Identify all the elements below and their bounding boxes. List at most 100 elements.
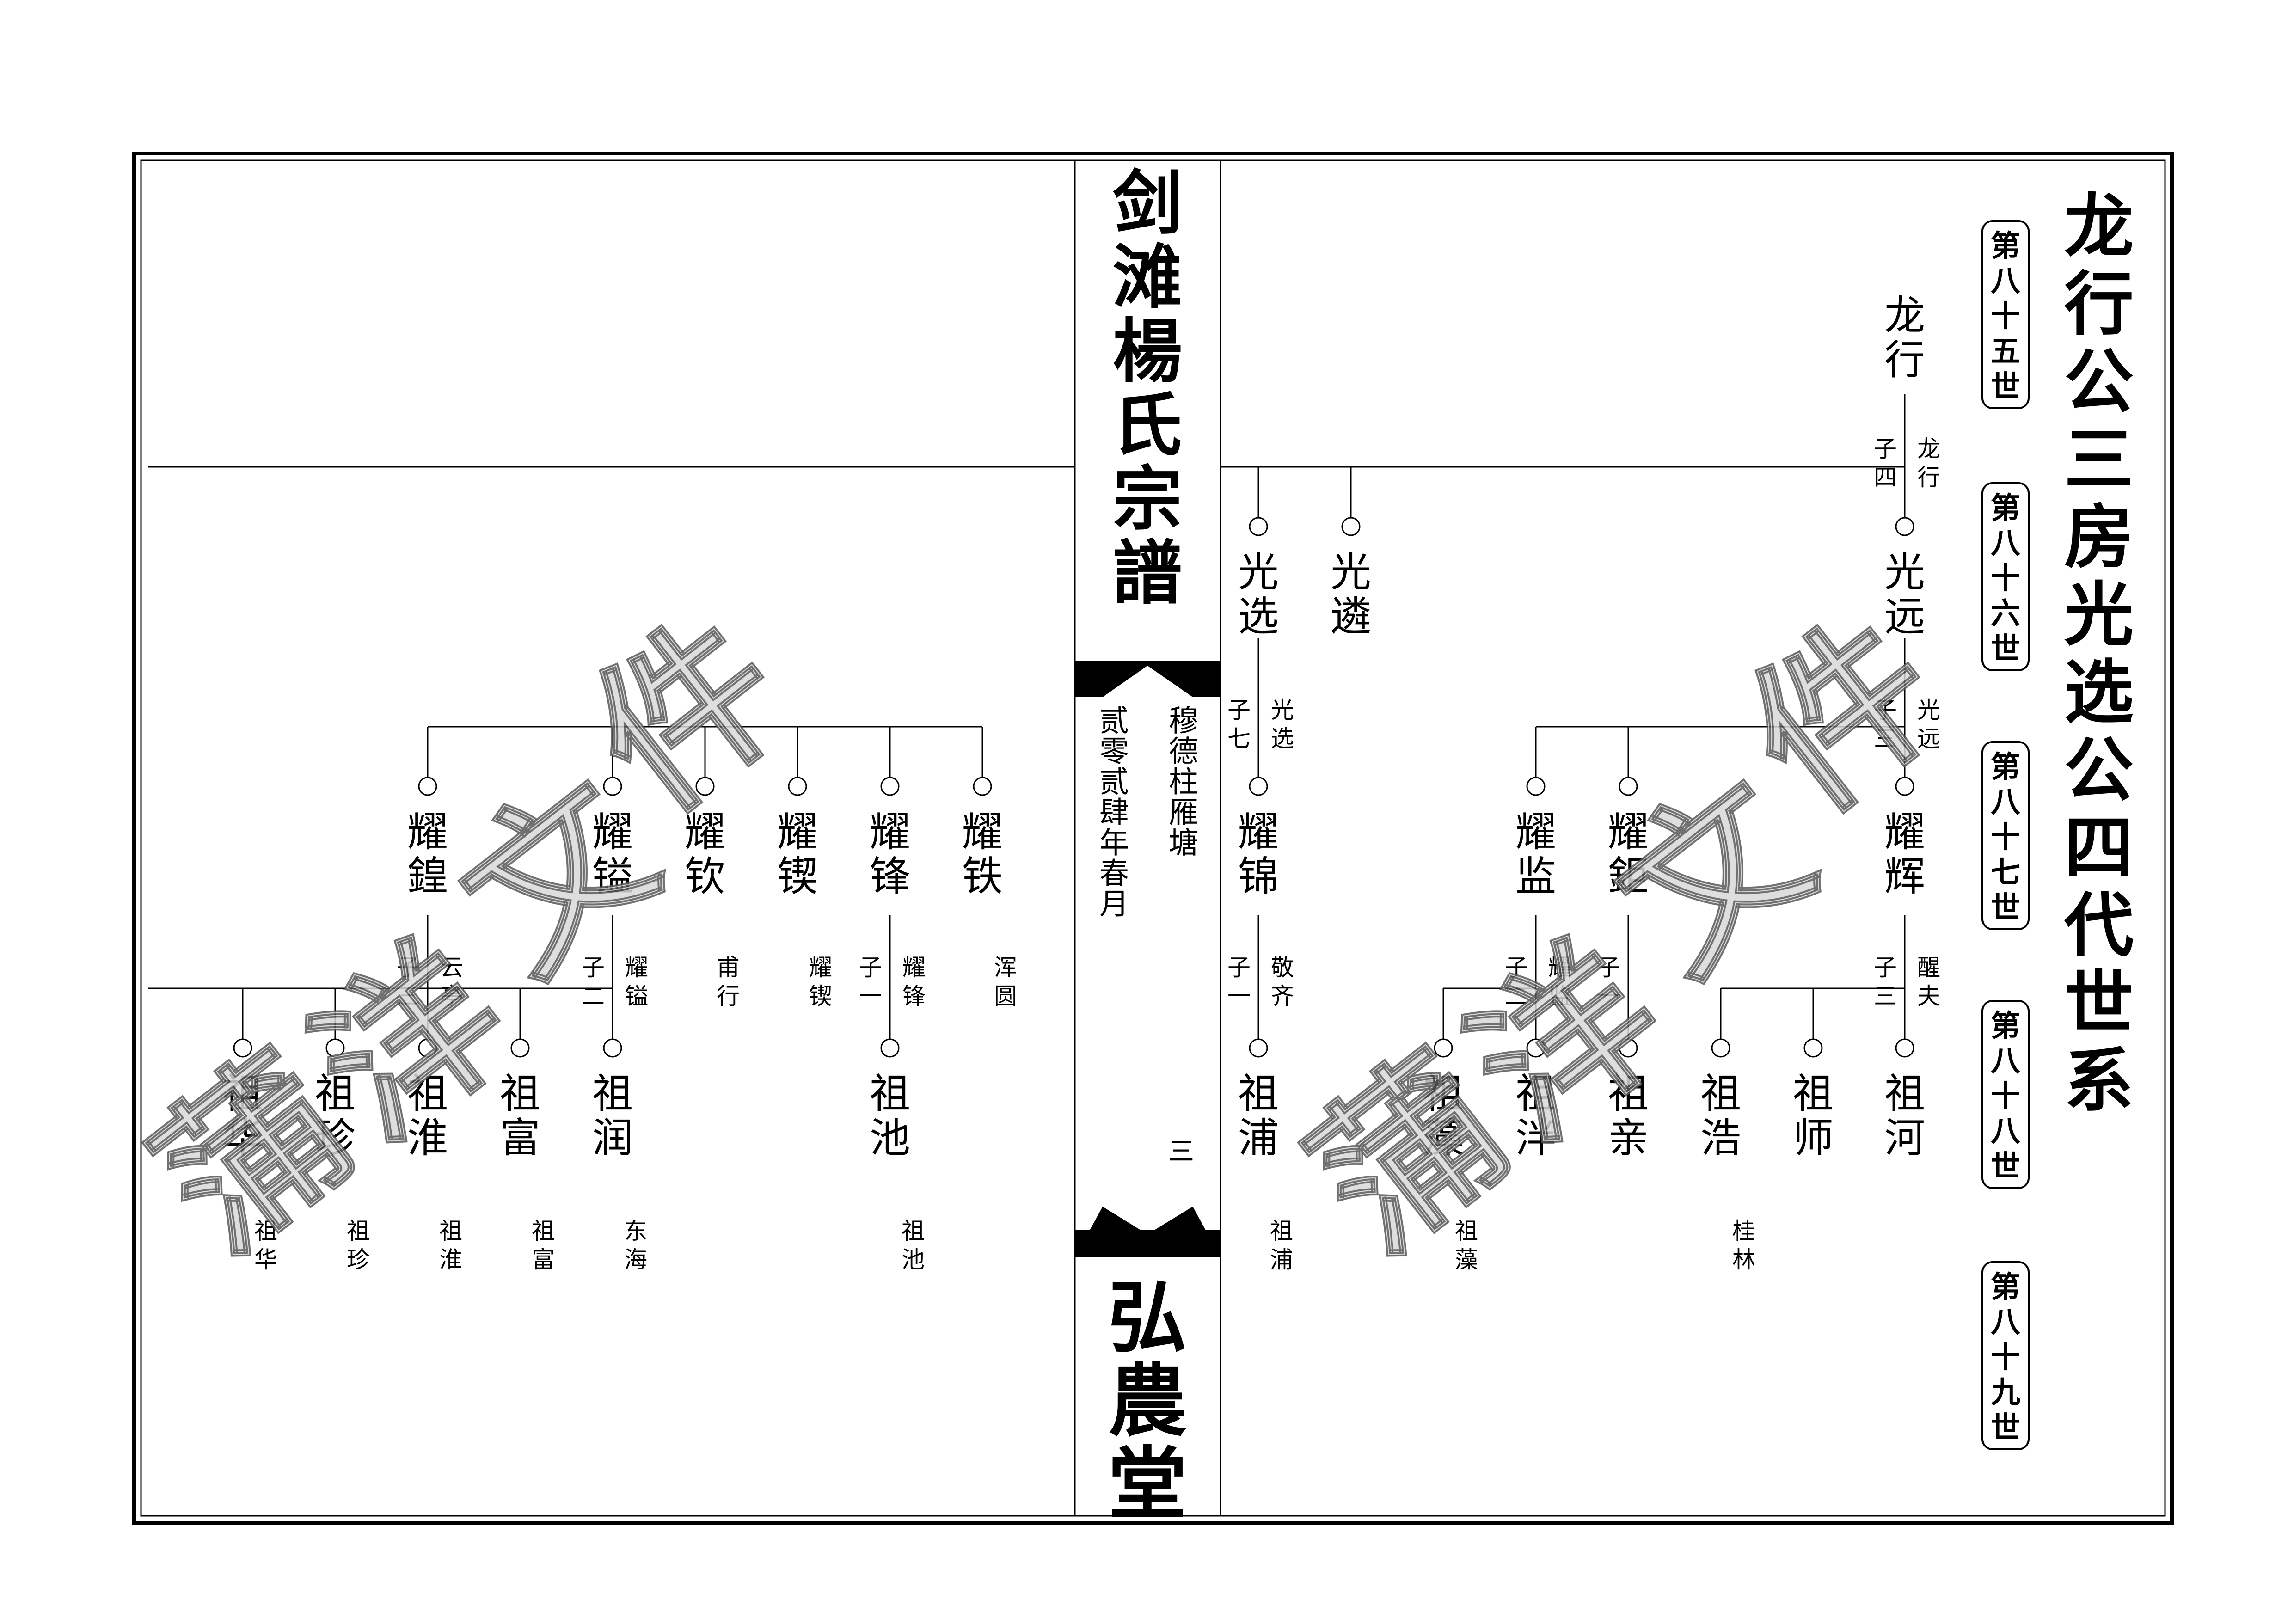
person-note: 子一 bbox=[859, 954, 882, 1010]
generation-label-box bbox=[1981, 741, 2030, 930]
person-name: 光遴 bbox=[1331, 548, 1371, 640]
node-circle bbox=[1249, 1038, 1268, 1058]
book-title: 剑滩楊氏宗譜 bbox=[1113, 163, 1182, 614]
person-name: 祖亲 bbox=[1608, 1070, 1649, 1162]
person-name: 耀钦 bbox=[685, 808, 725, 900]
person-name: 祖河 bbox=[1884, 1070, 1925, 1162]
generation-label-box bbox=[1981, 1261, 2030, 1450]
node-circle bbox=[603, 1038, 622, 1058]
node-circle bbox=[325, 1038, 345, 1058]
book-compiler: 穆德柱雁塘 bbox=[1169, 704, 1198, 860]
person-name: 耀镒 bbox=[592, 808, 633, 900]
node-circle bbox=[1895, 517, 1914, 536]
node-circle bbox=[973, 777, 992, 796]
person-note: 子四 bbox=[1874, 435, 1897, 491]
node-circle bbox=[603, 777, 622, 796]
node-circle bbox=[1711, 1038, 1730, 1058]
generation-label: 第八十五世 bbox=[1991, 229, 2021, 404]
spine-fishtail-top bbox=[1075, 661, 1221, 697]
person-note: 敬齐 bbox=[1271, 954, 1294, 1010]
node-circle bbox=[1249, 777, 1268, 796]
person-name: 耀锦 bbox=[1238, 808, 1279, 900]
person-name: 祖师 bbox=[1793, 1070, 1834, 1162]
node-circle bbox=[418, 1038, 437, 1058]
node-circle bbox=[880, 777, 900, 796]
node-circle bbox=[1619, 1038, 1638, 1058]
person-note: 光选 bbox=[1271, 697, 1294, 752]
node-circle bbox=[1619, 777, 1638, 796]
generation-label: 第八十八世 bbox=[1991, 1009, 2021, 1184]
person-note: 龙行 bbox=[1917, 435, 1940, 491]
person-name: 耀锲 bbox=[777, 808, 818, 900]
person-note: 耀锲 bbox=[809, 954, 832, 1010]
generation-label: 第八十九世 bbox=[1991, 1270, 2021, 1445]
person-note: 子二 bbox=[1505, 954, 1528, 1010]
node-circle bbox=[1249, 517, 1268, 536]
person-name: 耀监 bbox=[1515, 808, 1556, 900]
page-number: 三 bbox=[1168, 1137, 1194, 1167]
person-note: 子二 bbox=[582, 954, 605, 1010]
generation-label: 第八十六世 bbox=[1991, 491, 2021, 666]
person-name: 耀鍠 bbox=[407, 808, 448, 900]
person-name: 祖藻 bbox=[1423, 1070, 1464, 1162]
person-note: 祖池 bbox=[902, 1218, 925, 1273]
person-name: 龙行 bbox=[1884, 292, 1925, 384]
person-name: 祖润 bbox=[592, 1070, 633, 1162]
person-note: 光远 bbox=[1917, 697, 1940, 752]
person-name: 祖华 bbox=[222, 1070, 263, 1162]
person-note: 耀锋 bbox=[902, 954, 926, 1010]
node-circle bbox=[1526, 777, 1546, 796]
person-name: 祖池 bbox=[870, 1070, 910, 1162]
node-circle bbox=[1895, 1038, 1914, 1058]
person-note: 祖华 bbox=[254, 1218, 277, 1273]
outer-border bbox=[132, 152, 2174, 1525]
person-name: 耀鉅 bbox=[1608, 808, 1649, 900]
person-note: 甫行 bbox=[717, 954, 740, 1010]
node-circle bbox=[788, 777, 807, 796]
person-note: 子三 bbox=[1874, 697, 1897, 752]
person-note: 子三 bbox=[397, 954, 420, 1010]
node-circle bbox=[233, 1038, 252, 1058]
person-name: 祖淮 bbox=[407, 1070, 448, 1162]
person-name: 祖浦 bbox=[1238, 1070, 1279, 1162]
person-note: 祖淮 bbox=[439, 1218, 462, 1273]
node-circle bbox=[695, 777, 715, 796]
person-name: 光选 bbox=[1238, 548, 1279, 640]
person-note: 祖富 bbox=[532, 1218, 555, 1273]
person-name: 祖泮 bbox=[1515, 1070, 1556, 1162]
person-note: 祖藻 bbox=[1455, 1218, 1478, 1273]
person-note: 子三 bbox=[1874, 954, 1897, 1010]
node-circle bbox=[1895, 777, 1914, 796]
person-name: 光远 bbox=[1884, 548, 1925, 640]
person-note: 云亭 bbox=[440, 954, 463, 1010]
person-note: 醒夫 bbox=[1917, 954, 1940, 1010]
node-circle bbox=[1526, 1038, 1546, 1058]
node-circle bbox=[1434, 1038, 1453, 1058]
person-name: 耀铁 bbox=[962, 808, 1003, 900]
person-note: 东海 bbox=[624, 1218, 647, 1273]
node-circle bbox=[1803, 1038, 1823, 1058]
person-name: 耀辉 bbox=[1884, 808, 1925, 900]
person-name: 耀锋 bbox=[870, 808, 910, 900]
person-note: 子一 bbox=[1597, 954, 1620, 1010]
person-name: 祖浩 bbox=[1700, 1070, 1741, 1162]
person-name: 祖富 bbox=[500, 1070, 540, 1162]
person-note: 祖浦 bbox=[1270, 1218, 1293, 1273]
person-note: 祖珍 bbox=[347, 1218, 370, 1273]
person-note: 桂林 bbox=[1732, 1218, 1755, 1273]
person-name: 祖珍 bbox=[315, 1070, 356, 1162]
generation-label-box bbox=[1981, 220, 2030, 409]
hall-name: 弘農堂 bbox=[1108, 1272, 1187, 1531]
book-date: 贰零贰肆年春月 bbox=[1099, 704, 1129, 921]
generation-label: 第八十七世 bbox=[1991, 750, 2021, 925]
generation-label-box bbox=[1981, 1000, 2030, 1189]
page-title: 龙行公三房光选公四代世系 bbox=[2064, 186, 2134, 1121]
generation-label-box bbox=[1981, 482, 2030, 671]
inner-border bbox=[140, 159, 2166, 1517]
person-note: 子七 bbox=[1227, 697, 1251, 752]
node-circle bbox=[418, 777, 437, 796]
node-circle bbox=[510, 1038, 530, 1058]
